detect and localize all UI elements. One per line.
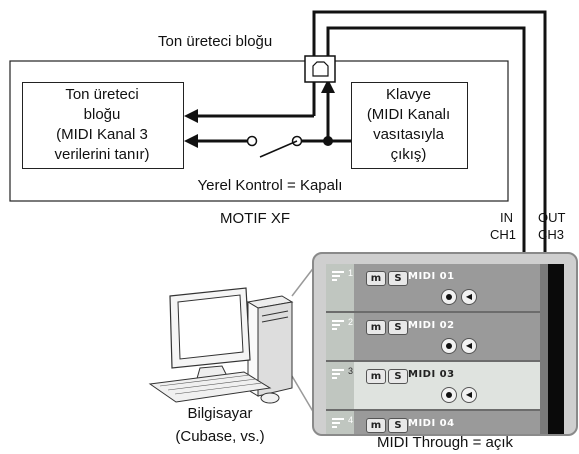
track-list-icon [332,271,344,283]
tone-generator-label-line2: bloğu [83,106,121,123]
arrow-up-to-usb [321,79,335,93]
track-name: MIDI 01 [408,271,455,282]
monitor-speaker-button[interactable]: ◀ [461,338,477,354]
in-channel-label: CH1 [490,227,517,242]
record-enable-button[interactable] [441,338,457,354]
keyboard-label-line2: (MIDI Kanalı [366,106,451,123]
computer-sub-label: (Cubase, vs.) [175,428,265,445]
out-channel-label: CH3 [538,227,565,242]
mute-button[interactable]: m [366,418,386,433]
monitor-speaker-button[interactable]: ◀ [461,387,477,403]
keyboard-box [351,82,468,169]
track-name: MIDI 02 [408,320,455,331]
track-number: 2 [348,317,354,327]
track-name: MIDI 04 [408,418,455,429]
record-enable-button[interactable] [441,289,457,305]
track-number: 1 [348,268,354,278]
motif-xf-label: MOTIF XF [220,210,290,227]
track-color-strip [326,411,354,434]
local-control-label: Yerel Kontrol = Kapalı [197,177,343,194]
track-event-area [548,264,564,434]
solo-button[interactable]: S [388,320,408,335]
track-row-3-selected[interactable]: 3 m S MIDI 03 ◀ [326,362,564,411]
mute-button[interactable]: m [366,320,386,335]
computer-label: Bilgisayar [187,405,253,422]
track-color-strip [326,362,354,409]
midi-through-label: MIDI Through = açık [376,434,514,451]
monitor-speaker-button[interactable]: ◀ [461,289,477,305]
arrow-to-tone-bottom [184,134,198,148]
track-row-1[interactable]: 1 m S MIDI 01 ◀ [326,264,564,313]
track-color-strip [326,264,354,311]
in-cable [326,26,526,258]
out-label: OUT [538,210,566,225]
keyboard-label-line4: çıkış) [390,146,427,163]
track-row-2[interactable]: 2 m S MIDI 02 ◀ [326,313,564,362]
track-name: MIDI 03 [408,369,455,380]
tone-generator-label-line4: verilerini tanır) [54,146,150,163]
arrow-to-tone-top [184,109,198,123]
track-number: 3 [348,366,354,376]
tone-generator-top-label: Ton üreteci bloğu [158,33,273,50]
tone-generator-label-line3: (MIDI Kanal 3 [56,126,148,143]
track-list: 1 m S MIDI 01 ◀ 2 m S MIDI 02 ◀ 3 m S MI… [326,264,564,434]
solo-button[interactable]: S [388,369,408,384]
tone-generator-label-line1: Ton üreteci [65,86,139,103]
switch-contact-left [246,135,258,147]
mute-button[interactable]: m [366,369,386,384]
track-scroll-divider [540,264,548,434]
track-list-icon [332,418,344,430]
switch-lever [259,140,298,158]
track-list-icon [332,320,344,332]
motif-xf-frame [9,60,509,202]
out-cable [312,10,547,262]
track-color-strip [326,313,354,360]
solo-button[interactable]: S [388,418,408,433]
record-enable-button[interactable] [441,387,457,403]
solo-button[interactable]: S [388,271,408,286]
in-label: IN [500,210,513,225]
keyboard-label-line3: vasıtasıyla [373,126,444,143]
tone-generator-box [22,82,184,169]
mute-button[interactable]: m [366,271,386,286]
track-row-4[interactable]: 4 m S MIDI 04 [326,411,564,434]
track-number: 4 [348,415,354,425]
daw-track-panel: 1 m S MIDI 01 ◀ 2 m S MIDI 02 ◀ 3 m S MI… [312,252,578,436]
track-list-icon [332,369,344,381]
keyboard-label-line1: Klavye [385,86,432,103]
